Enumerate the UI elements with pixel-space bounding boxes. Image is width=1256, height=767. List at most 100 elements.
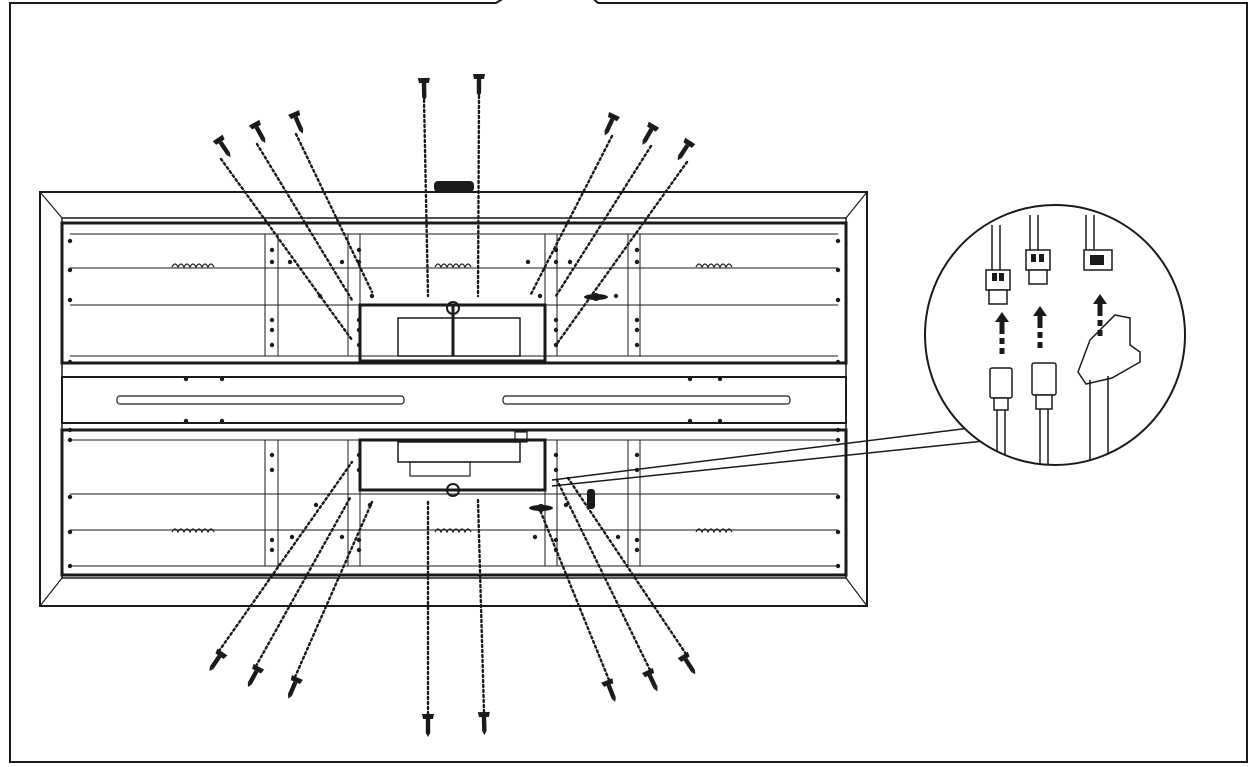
top-knob bbox=[434, 181, 474, 192]
rivet bbox=[525, 259, 531, 265]
rivet bbox=[835, 238, 841, 244]
screw-guide-line bbox=[554, 160, 689, 347]
screw-guide-line bbox=[566, 476, 688, 656]
arrow-shaft bbox=[1037, 316, 1043, 328]
arrows bbox=[995, 294, 1107, 354]
arrow-dash bbox=[999, 338, 1005, 344]
screw-icon bbox=[637, 121, 660, 148]
screws bbox=[204, 73, 701, 737]
rivet bbox=[634, 452, 640, 458]
screw-icon bbox=[642, 668, 663, 694]
rivet bbox=[67, 563, 73, 569]
rivet bbox=[532, 534, 538, 540]
screw-icon bbox=[422, 714, 434, 737]
rivet bbox=[835, 563, 841, 569]
rivet bbox=[567, 259, 573, 265]
screw-guide-line bbox=[554, 476, 652, 672]
screw-icon bbox=[672, 137, 696, 164]
rivet bbox=[313, 502, 319, 508]
arrow-dash bbox=[999, 348, 1005, 354]
rivet bbox=[356, 247, 362, 253]
rivet bbox=[269, 452, 275, 458]
rivet bbox=[553, 317, 559, 323]
rivet bbox=[289, 534, 295, 540]
connector-plug-icon bbox=[1025, 215, 1057, 465]
rivet bbox=[835, 297, 841, 303]
rivet bbox=[634, 342, 640, 348]
rivet bbox=[553, 452, 559, 458]
screw-icon bbox=[599, 112, 620, 138]
rivet bbox=[835, 267, 841, 273]
rivet bbox=[67, 437, 73, 443]
rivet bbox=[269, 247, 275, 253]
rivet bbox=[183, 376, 189, 382]
screw-icon bbox=[417, 77, 431, 102]
rivet bbox=[634, 537, 640, 543]
screw-guide-line bbox=[476, 498, 486, 714]
rivet bbox=[356, 547, 362, 553]
screw-icon bbox=[472, 73, 486, 98]
rivets bbox=[67, 238, 841, 569]
rivet bbox=[356, 327, 362, 333]
rivet bbox=[717, 418, 723, 424]
rivet bbox=[613, 293, 619, 299]
rivet bbox=[269, 467, 275, 473]
rivet bbox=[634, 247, 640, 253]
screw-icon bbox=[212, 134, 236, 161]
rivet bbox=[553, 537, 559, 543]
springs bbox=[171, 263, 733, 534]
rivet bbox=[269, 259, 275, 265]
rivet bbox=[369, 293, 375, 299]
screw-icon bbox=[282, 675, 303, 701]
screw-icon bbox=[677, 651, 701, 678]
detail-leader-lines bbox=[551, 426, 985, 487]
rivet bbox=[269, 537, 275, 543]
rivet bbox=[356, 467, 362, 473]
rivet bbox=[835, 494, 841, 500]
junction-box-top bbox=[358, 301, 547, 363]
rivet bbox=[687, 418, 693, 424]
rivet bbox=[356, 317, 362, 323]
rivet bbox=[339, 534, 345, 540]
rivet bbox=[553, 327, 559, 333]
arrow-shaft bbox=[999, 322, 1005, 334]
rivet bbox=[356, 342, 362, 348]
rivet bbox=[717, 376, 723, 382]
fixture-body bbox=[39, 191, 868, 607]
rivet bbox=[339, 259, 345, 265]
screw-guide-line bbox=[219, 157, 354, 342]
screw-guide-line bbox=[476, 94, 481, 298]
rivet bbox=[287, 259, 293, 265]
screw-icon bbox=[204, 648, 228, 675]
screw-guide-line bbox=[293, 500, 374, 679]
rivet bbox=[67, 427, 73, 433]
screw-guide-line bbox=[528, 134, 614, 298]
rivet bbox=[67, 494, 73, 500]
rivet bbox=[356, 537, 362, 543]
screw-icon bbox=[288, 110, 309, 136]
rivet bbox=[356, 452, 362, 458]
rivet bbox=[563, 502, 569, 508]
rivet bbox=[67, 359, 73, 365]
rivet bbox=[634, 259, 640, 265]
arrow-dash bbox=[1037, 332, 1043, 338]
screw-guide-line bbox=[554, 144, 653, 298]
rivet bbox=[219, 418, 225, 424]
screw-guide-line bbox=[254, 496, 352, 668]
rivet bbox=[537, 293, 543, 299]
rivet bbox=[634, 327, 640, 333]
rivet bbox=[615, 534, 621, 540]
arrow-dash bbox=[1097, 320, 1103, 326]
screw-icon bbox=[601, 678, 621, 705]
arrow-up-icon bbox=[995, 312, 1009, 322]
rivet bbox=[269, 547, 275, 553]
arrow-up-icon bbox=[1093, 294, 1107, 304]
rivet bbox=[634, 547, 640, 553]
screw-guide-line bbox=[538, 508, 611, 682]
screw-guide-line bbox=[255, 142, 354, 302]
rivet bbox=[835, 427, 841, 433]
rivet bbox=[634, 317, 640, 323]
rivet bbox=[687, 376, 693, 382]
